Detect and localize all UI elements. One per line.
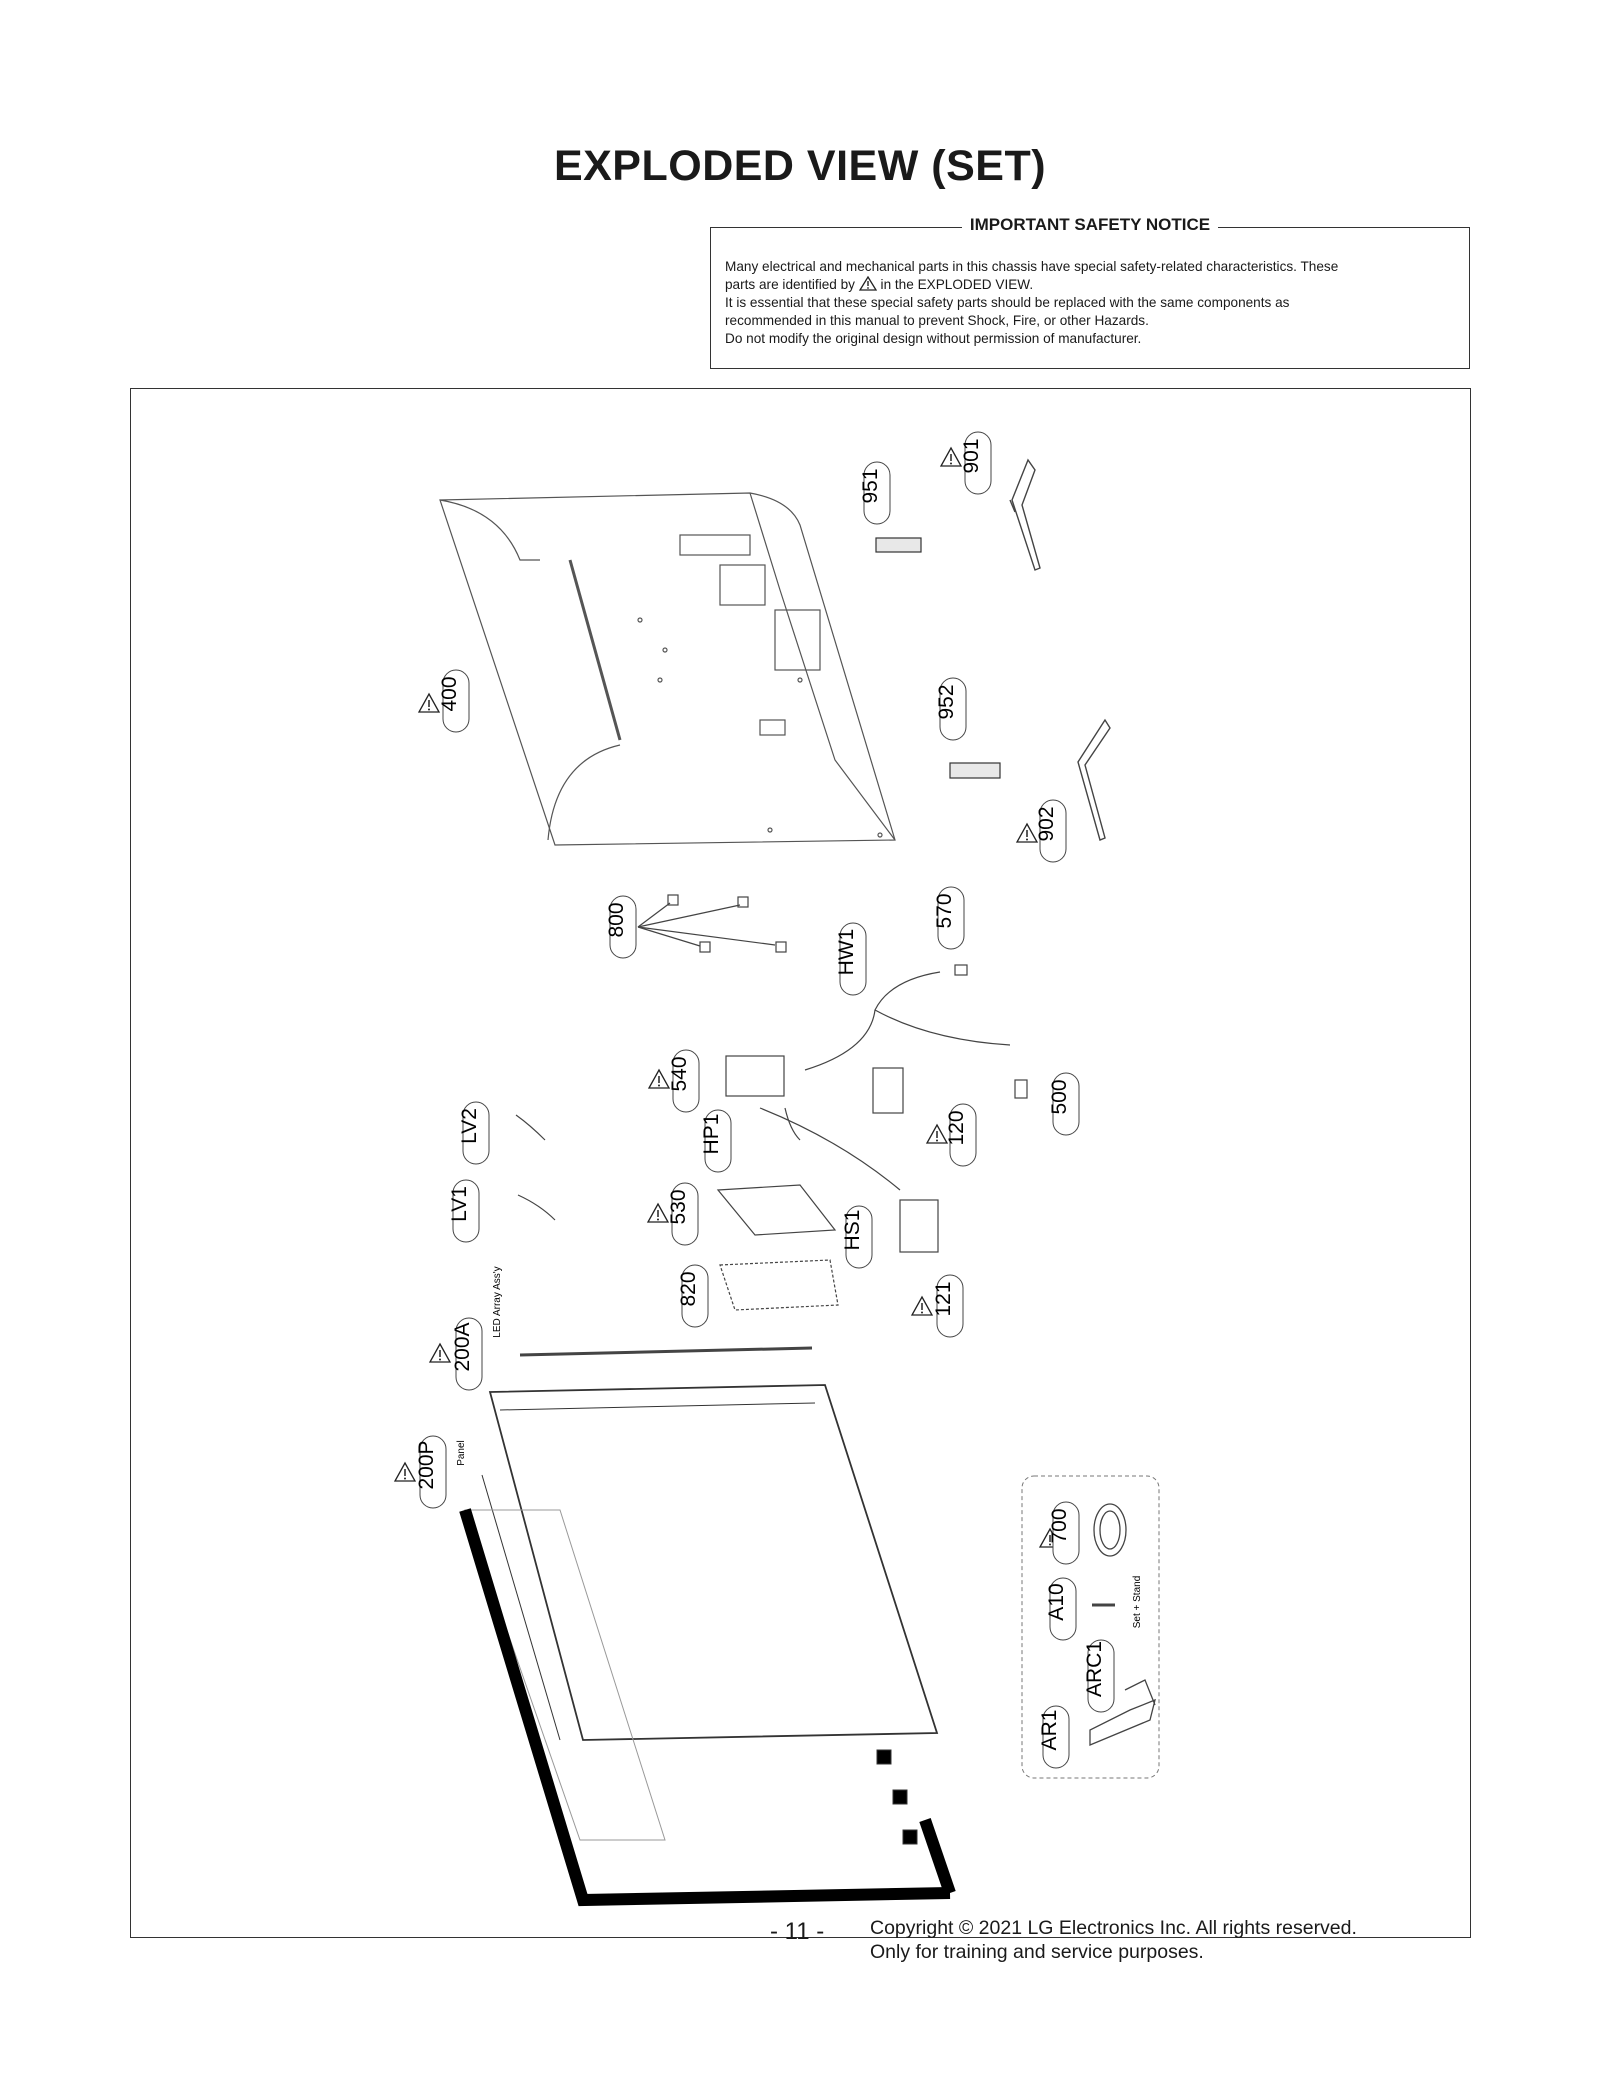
- callout-ar1: AR1: [1038, 1705, 1070, 1769]
- callout-902: 902: [1016, 799, 1067, 863]
- callout-200p: 200P Panel: [394, 1435, 467, 1509]
- callout-800: 800: [605, 895, 637, 959]
- svg-text:530: 530: [667, 1189, 690, 1224]
- stand-drawing-902: [1077, 718, 1111, 841]
- svg-text:902: 902: [1035, 806, 1058, 841]
- svg-text:800: 800: [605, 902, 628, 937]
- callout-a10: A10 Set + Stand: [1045, 1576, 1143, 1641]
- boards-and-cables: [515, 964, 1028, 1357]
- screws-800: [637, 894, 787, 953]
- panel-drawing: [459, 1384, 956, 1907]
- svg-text:200P: 200P: [415, 1440, 438, 1489]
- svg-text:AR1: AR1: [1038, 1710, 1061, 1751]
- callout-901: 901: [940, 431, 992, 495]
- svg-text:HW1: HW1: [835, 929, 858, 976]
- stand-bracket-951: [875, 537, 922, 553]
- callout-820: 820: [677, 1264, 709, 1328]
- safety-notice-text: Many electrical and mechanical parts in …: [725, 258, 1455, 348]
- svg-text:ARC1: ARC1: [1083, 1641, 1106, 1697]
- svg-text:700: 700: [1048, 1508, 1071, 1543]
- notice-line-1: Many electrical and mechanical parts in …: [725, 259, 1339, 274]
- back-cover-drawing: [439, 492, 896, 846]
- callout-arc1: ARC1: [1083, 1639, 1115, 1713]
- page-title: EXPLODED VIEW (SET): [553, 142, 1047, 190]
- callout-400: 400: [418, 669, 470, 733]
- svg-text:570: 570: [933, 893, 956, 928]
- callout-951: 951: [859, 461, 891, 525]
- svg-text:LED Array Ass'y: LED Array Ass'y: [492, 1266, 503, 1337]
- stand-bracket-952: [949, 762, 1001, 779]
- svg-text:120: 120: [945, 1110, 968, 1145]
- callout-hp1: HP1: [700, 1109, 732, 1173]
- svg-text:540: 540: [668, 1056, 691, 1091]
- notice-line-2: parts are identified by in the EXPLODED …: [725, 276, 1034, 292]
- purpose-line: Only for training and service purposes.: [870, 1941, 1204, 1963]
- callout-700: 700: [1039, 1501, 1080, 1565]
- svg-text:Panel: Panel: [456, 1440, 467, 1466]
- svg-text:HS1: HS1: [841, 1210, 864, 1251]
- svg-text:951: 951: [859, 468, 882, 503]
- stand-drawing-901: [1009, 458, 1041, 571]
- callout-200a: 200A LED Array Ass'y: [429, 1266, 503, 1391]
- svg-text:LV1: LV1: [448, 1186, 471, 1222]
- callout-500: 500: [1048, 1072, 1080, 1136]
- notice-line-4: recommended in this manual to prevent Sh…: [725, 313, 1149, 328]
- callout-lv2: LV2: [458, 1101, 490, 1165]
- svg-text:HP1: HP1: [700, 1114, 723, 1155]
- svg-text:952: 952: [935, 684, 958, 719]
- callout-121: 121: [911, 1274, 964, 1338]
- page-number: - 11 -: [770, 1918, 825, 1945]
- callout-952: 952: [935, 677, 967, 741]
- svg-text:121: 121: [932, 1281, 955, 1316]
- svg-text:LV2: LV2: [458, 1108, 481, 1144]
- callout-570: 570: [933, 886, 965, 950]
- notice-line-3: It is essential that these special safet…: [725, 295, 1290, 310]
- safety-notice-box: IMPORTANT SAFETY NOTICE Many electrical …: [710, 215, 1470, 369]
- svg-text:500: 500: [1048, 1079, 1071, 1114]
- accessory-drawings: [1089, 1503, 1156, 1746]
- safety-notice-heading: IMPORTANT SAFETY NOTICE: [961, 215, 1219, 234]
- warning-triangle-icon: [858, 276, 877, 291]
- exploded-view-frame: [130, 388, 1471, 1938]
- callout-lv1: LV1: [448, 1179, 480, 1243]
- svg-text:901: 901: [960, 438, 983, 473]
- notice-line-5: Do not modify the original design withou…: [725, 331, 1142, 346]
- callout-hw1: HW1: [835, 922, 867, 996]
- callout-120: 120: [926, 1103, 977, 1167]
- svg-text:A10: A10: [1045, 1583, 1068, 1620]
- svg-text:400: 400: [438, 676, 461, 711]
- callout-540: 540: [648, 1049, 700, 1113]
- copyright-line: Copyright © 2021 LG Electronics Inc. All…: [870, 1917, 1357, 1939]
- callout-hs1: HS1: [841, 1205, 873, 1269]
- footer-copyright: Copyright © 2021 LG Electronics Inc. All…: [870, 1916, 1357, 1964]
- callout-530: 530: [647, 1182, 699, 1246]
- svg-text:200A: 200A: [451, 1322, 474, 1371]
- svg-text:820: 820: [677, 1271, 700, 1306]
- svg-text:Set + Stand: Set + Stand: [1132, 1576, 1143, 1629]
- accessory-group-box: [1021, 1475, 1160, 1779]
